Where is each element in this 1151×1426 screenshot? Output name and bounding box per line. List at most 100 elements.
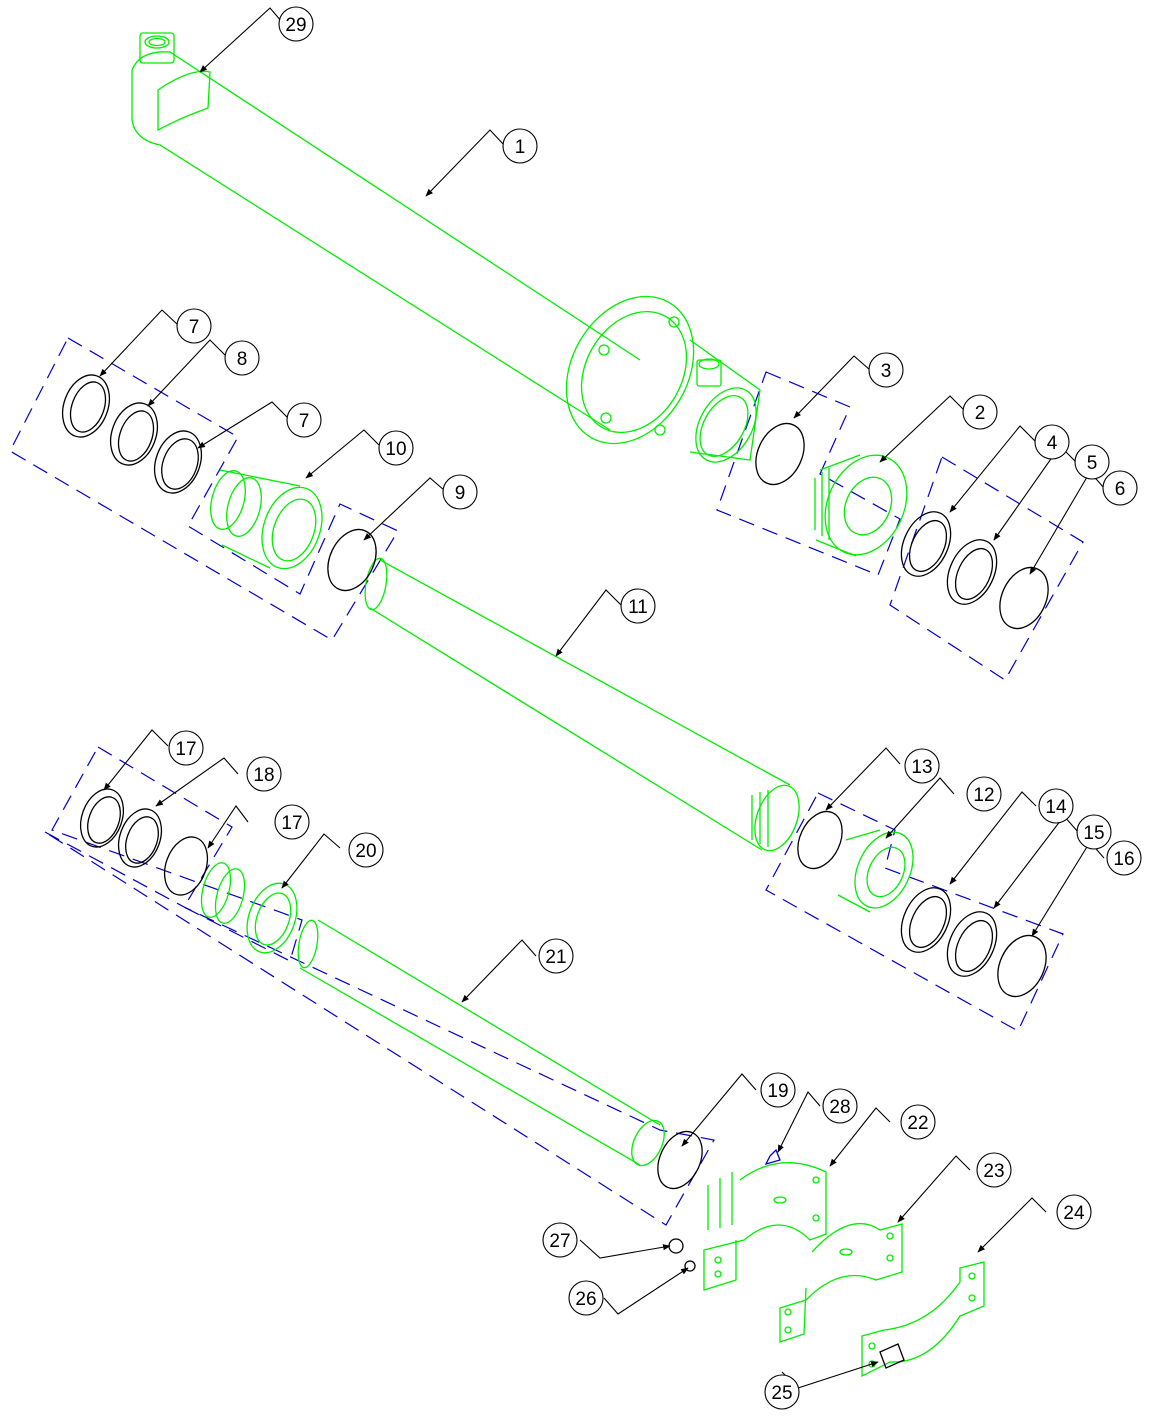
callout-10: 10 <box>378 430 414 466</box>
callout-9: 9 <box>442 474 478 510</box>
callout-17-upper: 17 <box>168 730 204 766</box>
callout-16-label: 16 <box>1113 849 1134 870</box>
callout-25-label: 25 <box>771 1383 792 1404</box>
callout-18: 18 <box>246 756 282 792</box>
part-14-seal-inner <box>908 895 948 949</box>
callout-17-lower-label: 17 <box>281 813 302 834</box>
part-20-piston <box>200 862 298 954</box>
part-10-piston <box>210 469 323 570</box>
callout-9-label: 9 <box>455 483 466 504</box>
part-7-ring-2-inner <box>161 438 199 490</box>
callout-20: 20 <box>348 832 384 868</box>
callout-13-label: 13 <box>911 757 932 778</box>
callout-3-label: 3 <box>881 361 892 382</box>
callout-7-upper-label: 7 <box>189 317 200 338</box>
part-4-seal-inner <box>908 519 948 573</box>
callout-7-lower: 7 <box>286 402 322 438</box>
callout-8: 8 <box>224 340 260 376</box>
callout-20-label: 20 <box>355 841 376 862</box>
part-23-clamp <box>779 1222 903 1343</box>
part-18-seal-inner <box>125 816 159 864</box>
part-25-bolt <box>879 1343 905 1369</box>
part-8-seal-inner <box>117 410 155 462</box>
part-5-seal <box>946 539 998 605</box>
callout-22: 22 <box>900 1104 936 1140</box>
part-21-rod <box>297 919 665 1167</box>
part-11-rod <box>364 557 800 852</box>
callout-28-label: 28 <box>829 1097 850 1118</box>
callout-23-label: 23 <box>983 1161 1004 1182</box>
callout-2-label: 2 <box>975 403 986 424</box>
callout-16: 16 <box>1106 840 1142 876</box>
part-2-gland <box>814 454 908 557</box>
callout-17-lower: 17 <box>274 804 310 840</box>
callout-25: 25 <box>764 1374 800 1410</box>
callout-1: 1 <box>502 128 538 164</box>
part-22-clamp <box>703 1162 827 1291</box>
part-27-nut <box>668 1238 684 1254</box>
part-14-seal <box>900 887 952 953</box>
callout-6: 6 <box>1102 470 1138 506</box>
callout-29: 29 <box>278 6 314 42</box>
group-outline-upper-right-rings <box>889 456 1084 681</box>
callout-27: 27 <box>542 1222 578 1258</box>
callout-10-label: 10 <box>385 439 406 460</box>
part-28-grease-fitting <box>764 1148 781 1166</box>
part-19-o-ring <box>657 1130 703 1190</box>
callout-15-label: 15 <box>1083 823 1104 844</box>
callout-4-label: 4 <box>1047 433 1058 454</box>
part-15-seal <box>946 911 998 977</box>
part-1-cylinder-barrel <box>131 32 761 463</box>
part-7-wiper-ring <box>61 374 111 438</box>
part-17-ring <box>79 788 125 848</box>
part-4-seal <box>900 511 952 577</box>
group-outline-lower-long <box>44 831 715 1226</box>
callouts: 29 1 7 8 7 10 9 3 2 4 5 6 11 17 18 17 20… <box>168 6 1142 1410</box>
callout-2: 2 <box>962 394 998 430</box>
parts <box>131 32 985 1378</box>
group-outline-lower-left <box>51 746 303 962</box>
part-5-seal-inner <box>954 547 994 601</box>
callout-21-label: 21 <box>545 947 566 968</box>
callout-22-label: 22 <box>907 1113 928 1134</box>
part-17-ring-inner <box>87 796 121 844</box>
callout-27-label: 27 <box>549 1231 570 1252</box>
callout-8-label: 8 <box>237 349 248 370</box>
callout-12-label: 12 <box>973 785 994 806</box>
part-7-ring-2 <box>153 430 203 494</box>
callout-19: 19 <box>760 1072 796 1108</box>
callout-11-label: 11 <box>628 597 648 618</box>
part-9-o-ring <box>327 528 377 592</box>
callout-14-label: 14 <box>1045 797 1067 818</box>
group-outline-lower-right <box>765 792 1064 1032</box>
leader-lines <box>99 7 1105 1389</box>
callout-11: 11 <box>620 588 656 624</box>
callout-7-upper: 7 <box>176 308 212 344</box>
callout-28: 28 <box>822 1088 858 1124</box>
part-26-washer <box>684 1260 696 1272</box>
callout-26-label: 26 <box>575 1289 596 1310</box>
callout-5-label: 5 <box>1087 453 1098 474</box>
callout-24-label: 24 <box>1063 1203 1085 1224</box>
callout-29-label: 29 <box>285 15 306 36</box>
seals <box>61 374 1049 1369</box>
callout-24: 24 <box>1056 1194 1092 1230</box>
part-3-o-ring <box>755 422 805 486</box>
part-13-o-ring <box>797 810 843 870</box>
callout-18-label: 18 <box>253 765 274 786</box>
part-6-o-ring <box>999 566 1049 630</box>
callout-14: 14 <box>1038 788 1074 824</box>
part-17-ring-2 <box>163 836 209 896</box>
callout-5: 5 <box>1074 444 1110 480</box>
callout-19-label: 19 <box>767 1081 788 1102</box>
part-7-wiper-ring-inner <box>69 381 107 433</box>
group-outline-upper-left <box>9 337 399 641</box>
callout-26: 26 <box>568 1280 604 1316</box>
callout-13: 13 <box>904 748 940 784</box>
part-16-o-ring <box>997 934 1047 998</box>
part-12-bushing <box>837 829 914 913</box>
callout-4: 4 <box>1034 424 1070 460</box>
part-18-seal <box>117 808 163 868</box>
part-15-seal-inner <box>954 919 994 973</box>
